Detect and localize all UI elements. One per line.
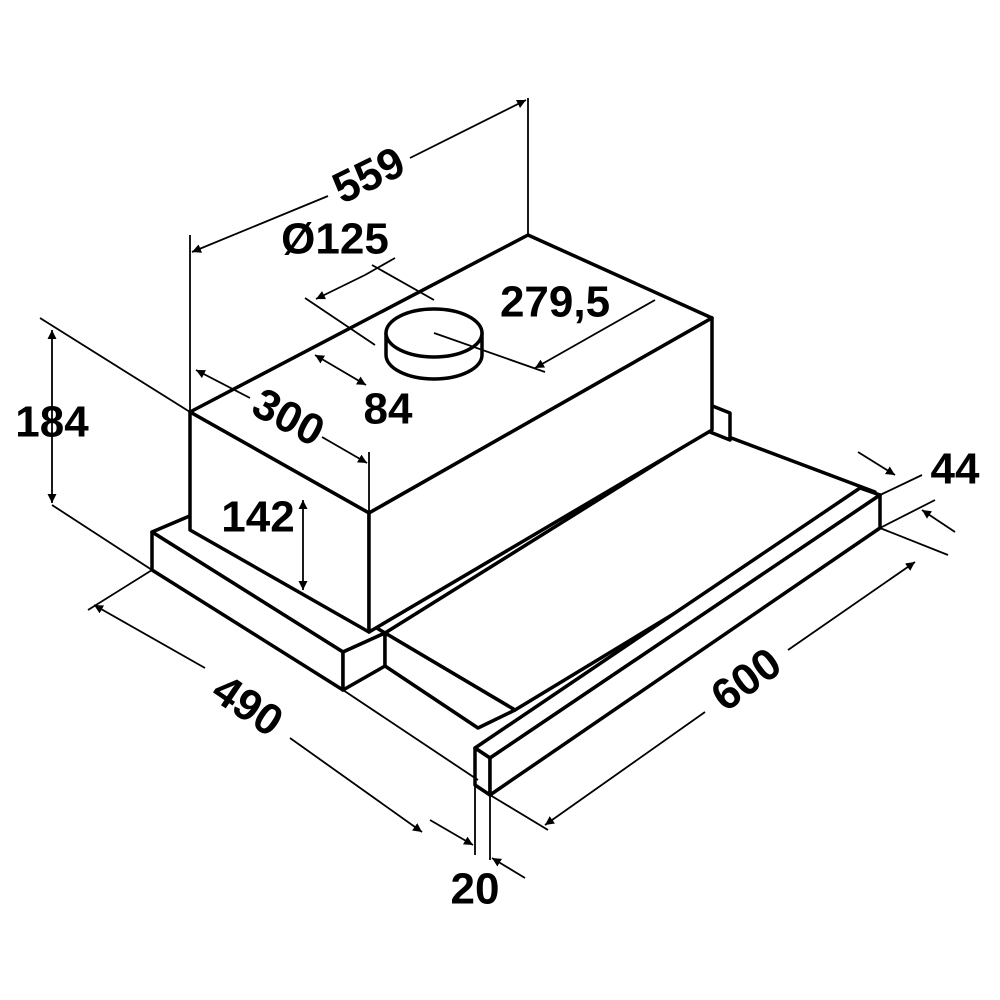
label-44: 44 bbox=[931, 445, 980, 494]
label-279-5: 279,5 bbox=[500, 278, 610, 327]
dimension-44: 44 bbox=[857, 445, 980, 533]
dimension-279-5: 279,5 bbox=[433, 278, 656, 373]
label-125: Ø125 bbox=[281, 215, 389, 264]
dimension-20: 20 bbox=[429, 785, 526, 914]
label-490: 490 bbox=[203, 665, 291, 747]
label-84: 84 bbox=[364, 385, 413, 434]
dimension-125: Ø125 bbox=[281, 215, 435, 301]
visor-front bbox=[473, 746, 492, 797]
hood-drawing bbox=[150, 233, 882, 797]
label-20: 20 bbox=[451, 865, 500, 914]
label-184: 184 bbox=[15, 398, 89, 447]
hood-box-side bbox=[367, 316, 714, 634]
label-142: 142 bbox=[221, 493, 294, 542]
dimension-142: 142 bbox=[221, 493, 308, 590]
label-600: 600 bbox=[702, 638, 790, 721]
sliding-tray-side bbox=[383, 631, 517, 730]
dimension-84: 84 bbox=[304, 297, 413, 434]
dimension-184: 184 bbox=[15, 317, 191, 571]
label-559: 559 bbox=[325, 137, 412, 213]
